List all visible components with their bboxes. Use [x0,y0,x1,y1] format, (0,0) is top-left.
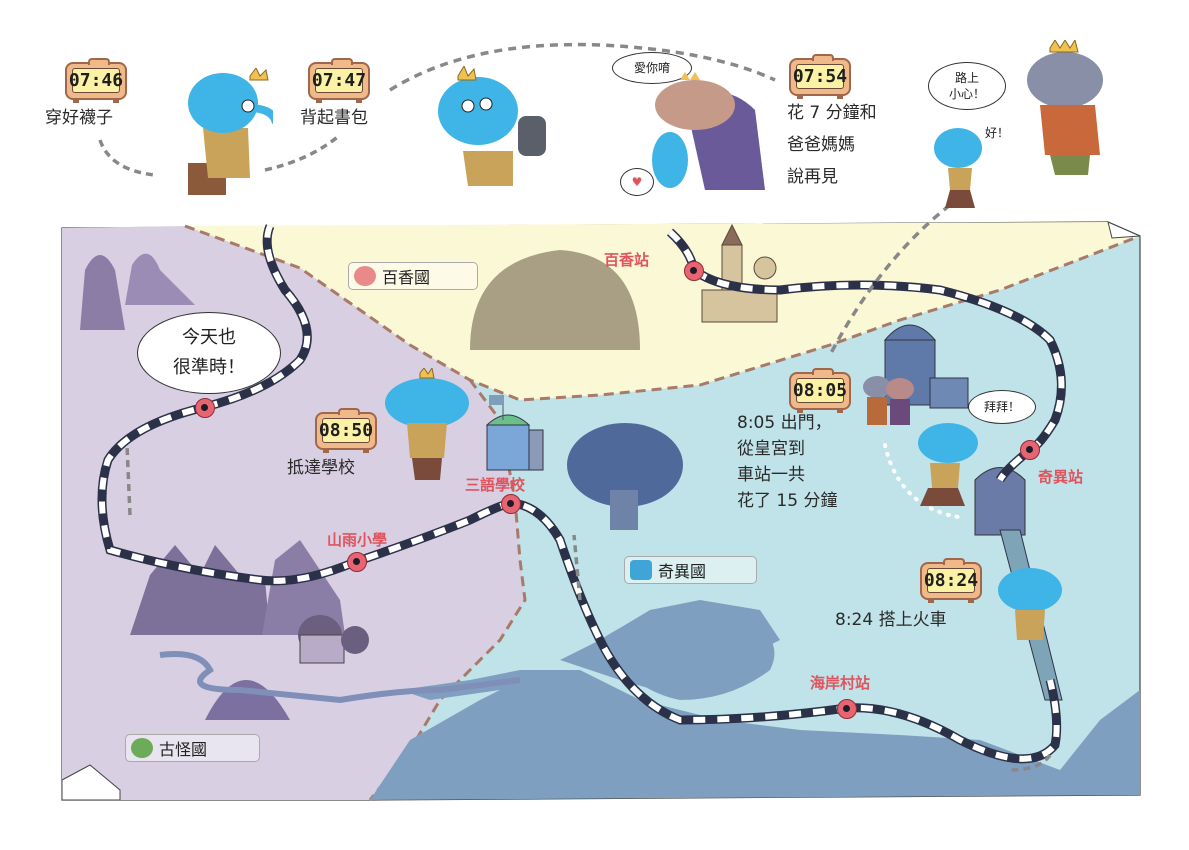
station-label-shanyu-primary: 山雨小學 [327,531,388,549]
bubble-be-careful: 路上小心！ [928,62,1006,110]
country-label-guguai: 古怪國 [125,734,260,762]
elephant-running-to-station [918,423,978,506]
caption-say-goodbye: 花 7 分鐘和 爸爸媽媽 說再見 [787,103,877,187]
elephant-with-backpack [438,66,546,186]
green-dragon-emblem-icon [131,738,153,758]
station-marker-qiyi[interactable] [1020,440,1040,460]
station-label-coast-village: 海岸村站 [810,674,871,692]
clock-0824: 08:24 [920,558,982,603]
clock-0805: 08:05 [789,368,851,413]
clock-0850: 08:50 [315,408,377,453]
bubble-love-you: 愛你唷 [612,52,692,84]
station-marker-baixiang[interactable] [684,261,704,281]
elephant-at-school [385,368,469,480]
elephant-on-train [998,568,1062,640]
mom-hugging-elephant [652,72,765,190]
caption-leave-palace: 8:05 出門， 從皇宮到 車站一共 花了 15 分鐘 [737,413,838,511]
caption-carry-backpack: 背起書包 [300,108,368,128]
station-marker-sanyu-school[interactable] [501,494,521,514]
station-label-qiyi: 奇異站 [1038,468,1084,486]
clock-0746: 07:46 [65,58,127,103]
bubble-bye-bye: 拜拜！ [968,390,1036,424]
bubble-heart: ♥ [620,168,654,196]
king-and-queen-elephants [863,376,914,425]
station-marker-unnamed[interactable] [195,398,215,418]
clock-0747: 07:47 [308,58,370,103]
clock-0754: 07:54 [789,54,851,99]
blue-elephant-emblem-icon [630,560,652,580]
station-label-sanyu-school: 三語學校 [465,476,526,494]
elephant-putting-on-socks [188,68,273,195]
bubble-on-time: 今天也很準時！ [137,312,281,394]
caption-board-train: 8:24 搭上火車 [835,610,947,630]
station-marker-shanyu-primary[interactable] [347,552,367,572]
country-label-baixiang: 百香國 [348,262,478,290]
station-marker-coast-village[interactable] [837,699,857,719]
pink-pig-emblem-icon [354,266,376,286]
caption-put-on-socks: 穿好襪子 [45,108,113,128]
station-label-baixiang: 百香站 [604,251,650,269]
elephant-running-waving [934,128,982,208]
caption-arrive-school: 抵達學校 [287,458,355,478]
dad-waving-elephant [1027,40,1103,175]
reply-ok: 好！ [985,126,1010,140]
country-label-qiyi: 奇異國 [624,556,757,584]
